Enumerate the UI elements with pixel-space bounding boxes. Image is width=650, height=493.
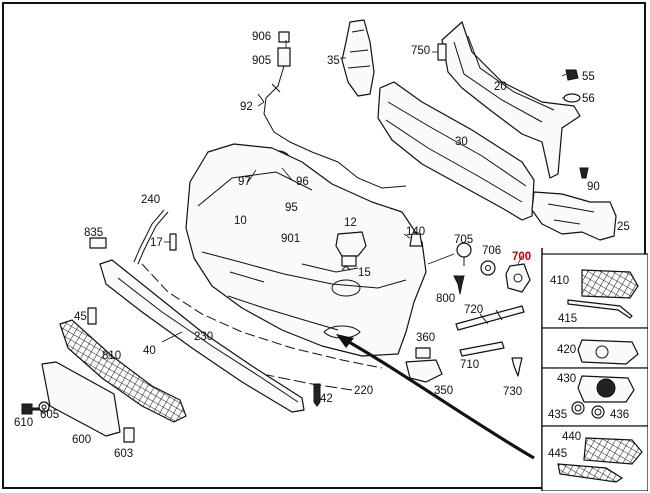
leader-lines (161, 40, 567, 343)
label-610: 610 (14, 417, 33, 429)
screw-800 (453, 275, 465, 295)
bracket-35 (341, 19, 375, 97)
strip-230 (141, 263, 383, 369)
holder-12 (335, 231, 367, 271)
license-plate-base-600 (41, 361, 121, 437)
bracket-25 (531, 191, 617, 241)
label-240: 240 (141, 194, 160, 206)
label-906: 906 (252, 31, 271, 43)
label-92: 92 (240, 101, 253, 113)
label-35: 35 (327, 55, 340, 67)
washer-605 (38, 401, 50, 413)
label-10: 10 (234, 215, 247, 227)
label-410: 410 (550, 275, 569, 287)
bar-720 (455, 305, 525, 331)
label-45: 45 (74, 311, 87, 323)
label-90: 90 (587, 181, 600, 193)
label-15: 15 (358, 267, 371, 279)
wiring-harness-92 (257, 31, 407, 189)
label-360: 360 (416, 332, 435, 344)
clip-45 (87, 307, 97, 325)
spoiler-40 (99, 259, 305, 413)
label-901: 901 (281, 233, 300, 245)
label-436: 436 (610, 409, 629, 421)
label-230: 230 (194, 331, 213, 343)
label-750: 750 (411, 45, 430, 57)
bumper-cover-10 (185, 143, 427, 357)
clip-603 (123, 427, 135, 443)
clip-17 (169, 233, 177, 251)
clip-750 (437, 43, 447, 61)
reinforcement-20 (441, 21, 581, 179)
label-42: 42 (320, 393, 333, 405)
label-95: 95 (285, 202, 298, 214)
label-25: 25 (617, 221, 630, 233)
label-20: 20 (494, 81, 507, 93)
holder-350 (405, 359, 443, 383)
nut-55 (565, 69, 579, 81)
label-600: 600 (72, 434, 91, 446)
label-220: 220 (354, 385, 373, 397)
label-706: 706 (482, 245, 501, 257)
clip-140 (409, 233, 423, 247)
label-12: 12 (344, 217, 357, 229)
part-number-labels: 906 905 92 35 750 20 55 56 30 97 96 95 9… (14, 31, 630, 460)
label-905: 905 (252, 55, 271, 67)
label-603: 603 (114, 448, 133, 460)
label-710: 710 (460, 359, 479, 371)
clip-42 (313, 383, 321, 407)
label-720: 720 (464, 304, 483, 316)
absorber-30 (377, 81, 535, 221)
label-835: 835 (84, 227, 103, 239)
callout-arrow (336, 334, 535, 460)
label-56: 56 (582, 93, 595, 105)
inset-panels (541, 248, 648, 491)
label-415: 415 (558, 313, 577, 325)
washer-706 (480, 260, 496, 276)
clip-835 (89, 237, 107, 249)
label-96: 96 (296, 176, 309, 188)
label-97: 97 (238, 176, 251, 188)
bar-710 (459, 341, 505, 357)
label-440: 440 (562, 431, 581, 443)
washer-56 (563, 93, 581, 103)
label-800: 800 (436, 293, 455, 305)
label-420: 420 (557, 344, 576, 356)
label-700: 700 (512, 251, 531, 263)
label-40: 40 (143, 345, 156, 357)
label-350: 350 (434, 385, 453, 397)
screw-730 (511, 357, 523, 377)
clip-360 (415, 347, 431, 359)
label-445: 445 (548, 448, 567, 460)
bumper-parts-diagram: 906 905 92 35 750 20 55 56 30 97 96 95 9… (14, 19, 648, 491)
label-810: 810 (102, 350, 121, 362)
label-140: 140 (406, 226, 425, 238)
molding-strip-240 (133, 209, 169, 265)
label-705: 705 (454, 234, 473, 246)
label-55: 55 (582, 71, 595, 83)
label-30: 30 (455, 136, 468, 148)
grille-810 (59, 319, 187, 423)
label-730: 730 (503, 386, 522, 398)
label-435: 435 (548, 409, 567, 421)
screw-705 (456, 242, 472, 266)
bracket-700 (505, 263, 531, 293)
label-17: 17 (150, 237, 163, 249)
label-430: 430 (557, 373, 576, 385)
screw-90 (579, 167, 589, 179)
label-605: 605 (40, 409, 59, 421)
